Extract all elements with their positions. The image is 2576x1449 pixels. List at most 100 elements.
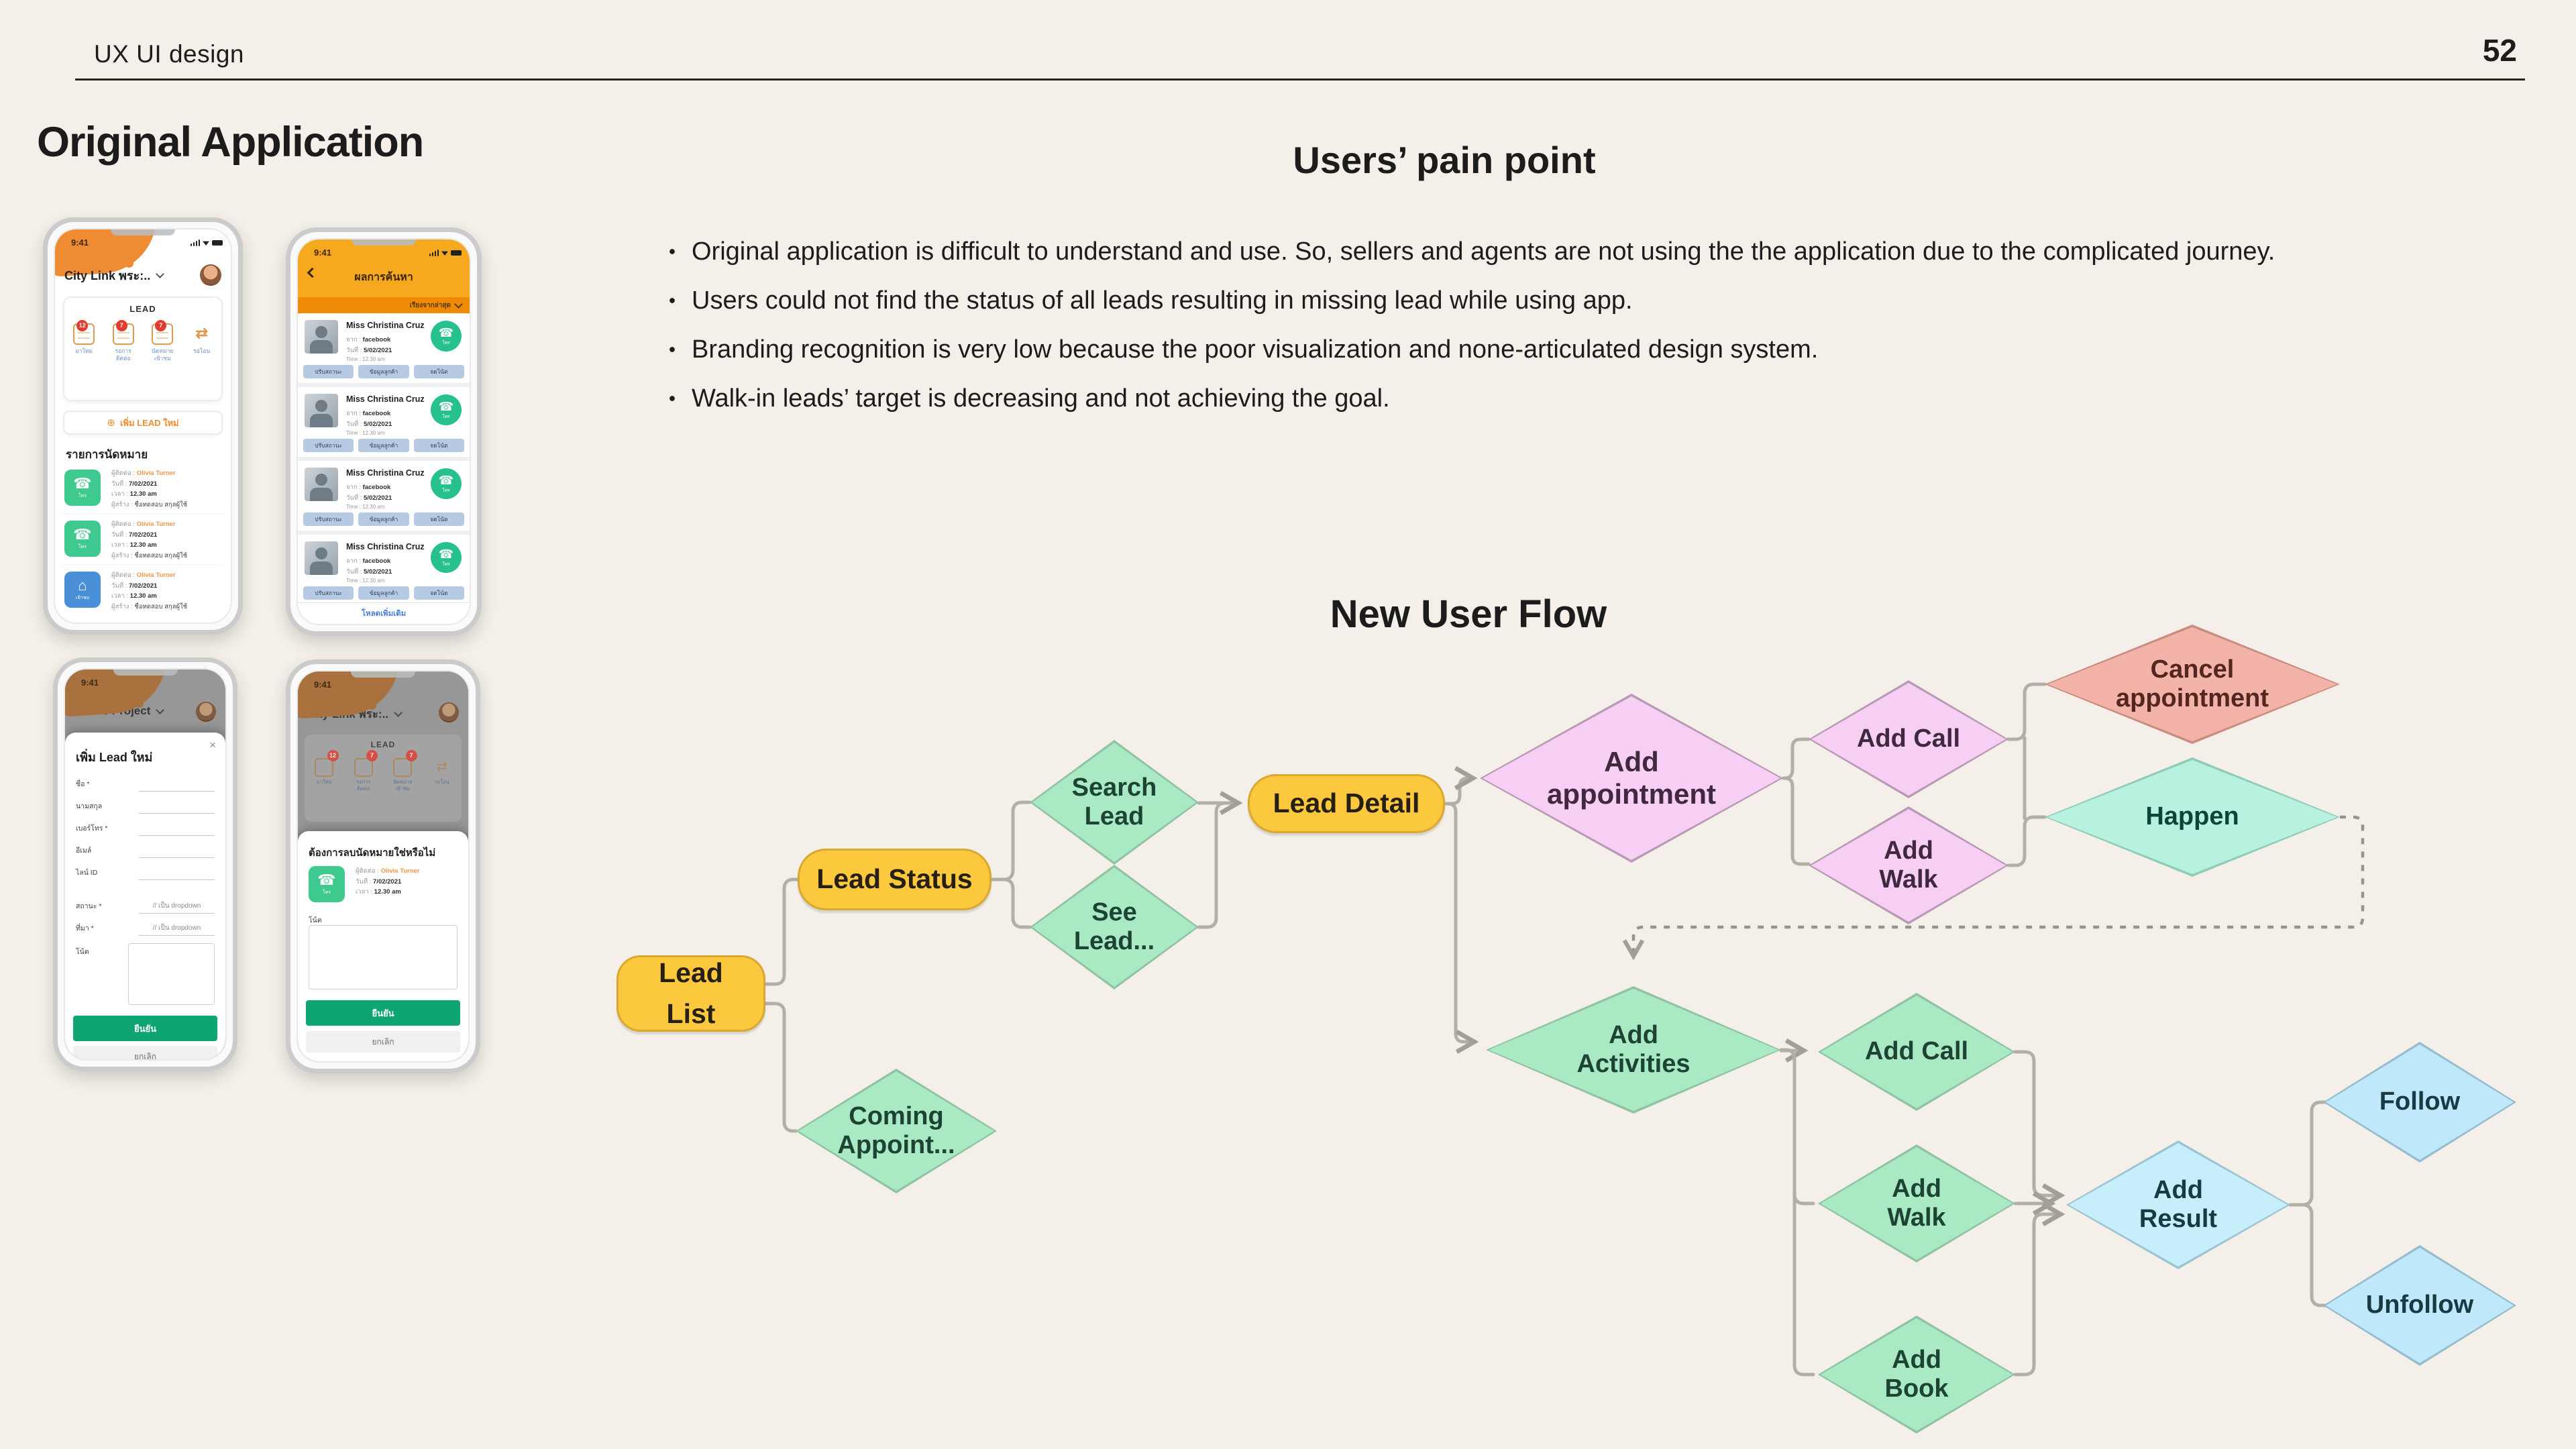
phone-notch: [113, 669, 178, 676]
lead-result-card[interactable]: Miss Christina Cruz จาก : facebook วันที…: [298, 387, 470, 457]
avatar[interactable]: [200, 264, 221, 286]
signal-icon: [429, 250, 439, 256]
calendar-icon: 7: [152, 320, 174, 345]
flow-node-add-result: Add Result: [2066, 1140, 2290, 1269]
call-button[interactable]: ☎โทร: [431, 542, 462, 573]
sort-dropdown[interactable]: เรียงจากล่าสุด: [298, 297, 470, 313]
status-icons: [190, 239, 223, 246]
confirm-button[interactable]: ยืนยัน: [306, 1000, 460, 1026]
screen-title: ผลการค้นหา: [354, 272, 413, 283]
customer-info-button[interactable]: ข้อมูลลูกค้า: [358, 586, 409, 600]
page-number: 52: [2482, 33, 2517, 68]
appointment-row[interactable]: ☎โทร ผู้ติดต่อ : Olivia Turner วันที่ : …: [63, 517, 224, 565]
phone-mock-add-lead-form: Active Project 9:41 × เพิ่ม Lead ใหม่ ชื…: [53, 657, 237, 1071]
chevron-down-icon: [156, 705, 165, 714]
flow-node-add-call-bottom: Add Call: [1818, 993, 2015, 1111]
flow-node-coming-appoint: Coming Appoint...: [796, 1069, 997, 1193]
lead-result-card[interactable]: Miss Christina Cruz จาก : facebook วันที…: [298, 313, 470, 383]
phone-icon: ☎: [317, 871, 336, 888]
lead-photo: [305, 468, 338, 501]
count-badge: 12: [76, 320, 89, 331]
note-button[interactable]: จดโน้ต: [413, 365, 464, 378]
note-button[interactable]: จดโน้ต: [413, 513, 464, 526]
transfer-icon: ⇄: [195, 325, 208, 341]
call-button[interactable]: ☎โทร: [431, 394, 462, 425]
note-textarea[interactable]: [309, 925, 458, 989]
chevron-down-icon: [454, 300, 463, 309]
lead-filter-waiting-contact[interactable]: 7 รอการ ติดต่อ: [104, 319, 144, 362]
change-status-button[interactable]: ปรับสถานะ: [303, 439, 354, 452]
form-field-phone: เบอร์โทร *: [76, 820, 215, 840]
change-status-button[interactable]: ปรับสถานะ: [303, 586, 354, 600]
document-icon: 12: [73, 320, 95, 345]
customer-info-button[interactable]: ข้อมูลลูกค้า: [358, 513, 409, 526]
form-field-name: ชื่อ *: [76, 775, 215, 796]
phone-mock-lead-home: 9:41 City Link พระ:.. LEAD 12 มาใหม่: [43, 217, 243, 635]
note-textarea[interactable]: [128, 943, 215, 1005]
results-list: Miss Christina Cruz จาก : facebook วันที…: [298, 313, 470, 624]
phone-call-tile: ☎โทร: [309, 866, 345, 902]
note-button[interactable]: จดโน้ต: [413, 586, 464, 600]
lead-filter-new[interactable]: 12 มาใหม่: [64, 319, 104, 362]
call-button[interactable]: ☎โทร: [431, 321, 462, 352]
customer-info-button[interactable]: ข้อมูลลูกค้า: [358, 439, 409, 452]
dropdown-input[interactable]: [139, 935, 215, 936]
customer-info-button[interactable]: ข้อมูลลูกค้า: [358, 365, 409, 378]
lead-result-card[interactable]: Miss Christina Cruz จาก : facebook วันที…: [298, 535, 470, 604]
note-button[interactable]: จดโน้ต: [413, 439, 464, 452]
confirm-button[interactable]: ยืนยัน: [73, 1016, 217, 1041]
wifi-icon: [203, 241, 209, 246]
close-icon[interactable]: ×: [209, 739, 216, 751]
count-badge: 7: [115, 320, 127, 331]
lead-result-card[interactable]: Miss Christina Cruz จาก : facebook วันที…: [298, 461, 470, 531]
phone-notch: [351, 672, 415, 678]
text-input[interactable]: [139, 879, 215, 880]
load-more-button[interactable]: โหลดเพิ่มเติม: [298, 602, 470, 624]
form-field-source: ที่มา *// เป็น dropdown: [76, 920, 215, 940]
transfer-icon: ⇄: [436, 759, 448, 774]
pain-bullet: Walk-in leads’ target is decreasing and …: [667, 383, 2519, 414]
status-time: 9:41: [314, 680, 332, 690]
appointment-list-title: รายการนัดหมาย: [66, 448, 148, 461]
avatar: [439, 702, 459, 722]
add-lead-modal: × เพิ่ม Lead ใหม่ ชื่อ * นามสกุล เบอร์โท…: [65, 733, 225, 1059]
project-selector[interactable]: City Link พระ:..: [64, 268, 151, 282]
call-button[interactable]: ☎โทร: [431, 468, 462, 499]
bullet-dot: [669, 396, 675, 401]
text-input[interactable]: [139, 813, 215, 814]
text-input[interactable]: [139, 857, 215, 858]
flow-node-add-book: Add Book: [1818, 1316, 2015, 1434]
cancel-button[interactable]: ยกเลิก: [73, 1046, 217, 1059]
document-icon: 12: [315, 750, 339, 777]
text-input[interactable]: [139, 791, 215, 792]
cancel-button[interactable]: ยกเลิก: [306, 1031, 460, 1053]
status-time: 9:41: [71, 237, 89, 248]
orange-header: 9:41 ผลการค้นหา: [298, 239, 470, 297]
status-time: 9:41: [314, 248, 332, 258]
flow-node-add-walk-bottom: Add Walk: [1818, 1144, 2015, 1263]
flow-node-add-appointment: Add appointment: [1480, 694, 1783, 863]
phone-call-tile: ☎โทร: [64, 521, 101, 557]
lead-filter-appointment[interactable]: 7 นัดหมาย เข้าชม: [143, 319, 182, 362]
appointment-row[interactable]: ⌂เข้าชม ผู้ติดต่อ : Olivia Turner วันที่…: [63, 568, 224, 616]
status-time: 9:41: [81, 678, 99, 688]
chevron-down-icon[interactable]: [156, 269, 165, 278]
lead-summary-card: LEAD 12 มาใหม่ 7 รอการ ติดต่อ 7 นัดหมาย …: [63, 297, 223, 401]
phone-icon: ☎: [438, 547, 454, 561]
change-status-button[interactable]: ปรับสถานะ: [303, 365, 354, 378]
phone-mock-search-results: 9:41 ผลการค้นหา เรียงจากล่าสุด Miss Chri…: [286, 227, 482, 636]
add-lead-button[interactable]: ⊕ เพิ่ม LEAD ใหม่: [63, 411, 223, 435]
text-input[interactable]: [139, 835, 215, 836]
document-pencil-icon: 7: [112, 320, 134, 345]
appointment-row[interactable]: ☎โทร ผู้ติดต่อ : Olivia Turner วันที่ : …: [63, 466, 224, 514]
visit-tile: ⌂เข้าชม: [64, 572, 101, 608]
phone-notch: [111, 229, 175, 235]
new-user-flow-title: New User Flow: [1330, 592, 1607, 636]
flow-node-unfollow: Unfollow: [2323, 1245, 2516, 1366]
change-status-button[interactable]: ปรับสถานะ: [303, 513, 354, 526]
dropdown-input[interactable]: [139, 913, 215, 914]
lead-filter-transfer[interactable]: ⇄ รอโอน: [182, 319, 222, 362]
flow-node-lead-list: Lead List: [616, 955, 765, 1032]
